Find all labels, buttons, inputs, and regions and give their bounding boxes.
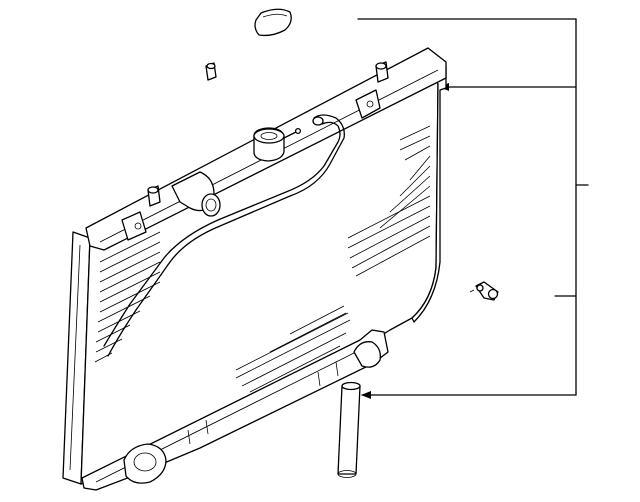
upper-inlet-neck — [172, 172, 220, 216]
upper-brackets — [122, 90, 380, 240]
radiator-core — [63, 48, 446, 490]
overflow-hose — [104, 115, 344, 356]
drain-plug — [470, 282, 498, 300]
core-fins-left — [95, 232, 160, 362]
radiator-cap — [254, 128, 300, 161]
lower-outlet-neck — [124, 342, 380, 483]
core-fins-lower — [236, 306, 350, 392]
upper-mount-studs — [148, 62, 388, 206]
lower-hose-pipe — [338, 383, 360, 478]
mounting-cushion — [255, 9, 291, 35]
core-fins-right — [348, 126, 430, 276]
right-end-tank — [412, 66, 446, 322]
callout-lines — [358, 19, 588, 399]
